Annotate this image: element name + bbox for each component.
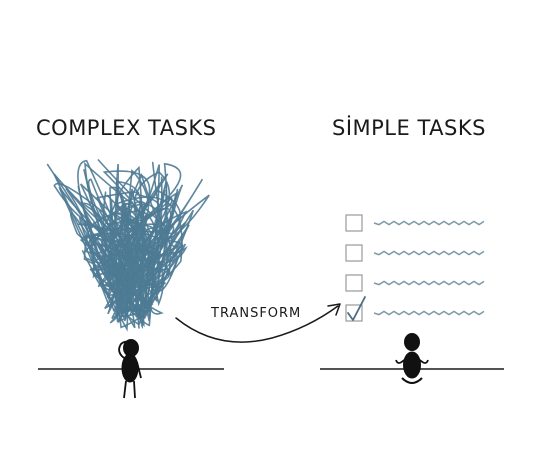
confused-figure-body [121,353,139,383]
task-line-scribble [373,280,485,286]
checkbox-icon [345,304,363,322]
tangle-strand [89,220,180,328]
task-line-scribble [373,250,485,256]
check-mark-icon [347,296,366,321]
checkbox-icon [345,244,363,262]
confused-figure-arm [136,361,142,379]
calm-figure-arms [395,359,429,364]
calm-figure-legs [401,377,423,384]
confused-figure [118,339,142,399]
confused-figure-arm-raised [118,340,131,359]
task-line-scribble [373,220,485,226]
tangled-scribble [46,159,210,332]
checkbox-icon [345,274,363,292]
calm-figure-body [403,351,421,379]
tangle-strand [85,176,163,329]
confused-figure-legs [123,380,136,399]
transform-arrow [175,305,339,343]
complex-tasks-title: COMPLEX TASKS [36,116,217,140]
transform-arrow-head [327,303,341,316]
simple-tasks-title: SİMPLE TASKS [332,116,486,140]
tangle-strand [79,202,164,319]
calm-figure [395,333,429,384]
task-line-scribble [373,310,485,316]
transform-label: TRANSFORM [211,306,302,321]
calm-figure-head [404,333,420,351]
task-checklist [345,214,485,322]
checkbox-icon [345,214,363,232]
